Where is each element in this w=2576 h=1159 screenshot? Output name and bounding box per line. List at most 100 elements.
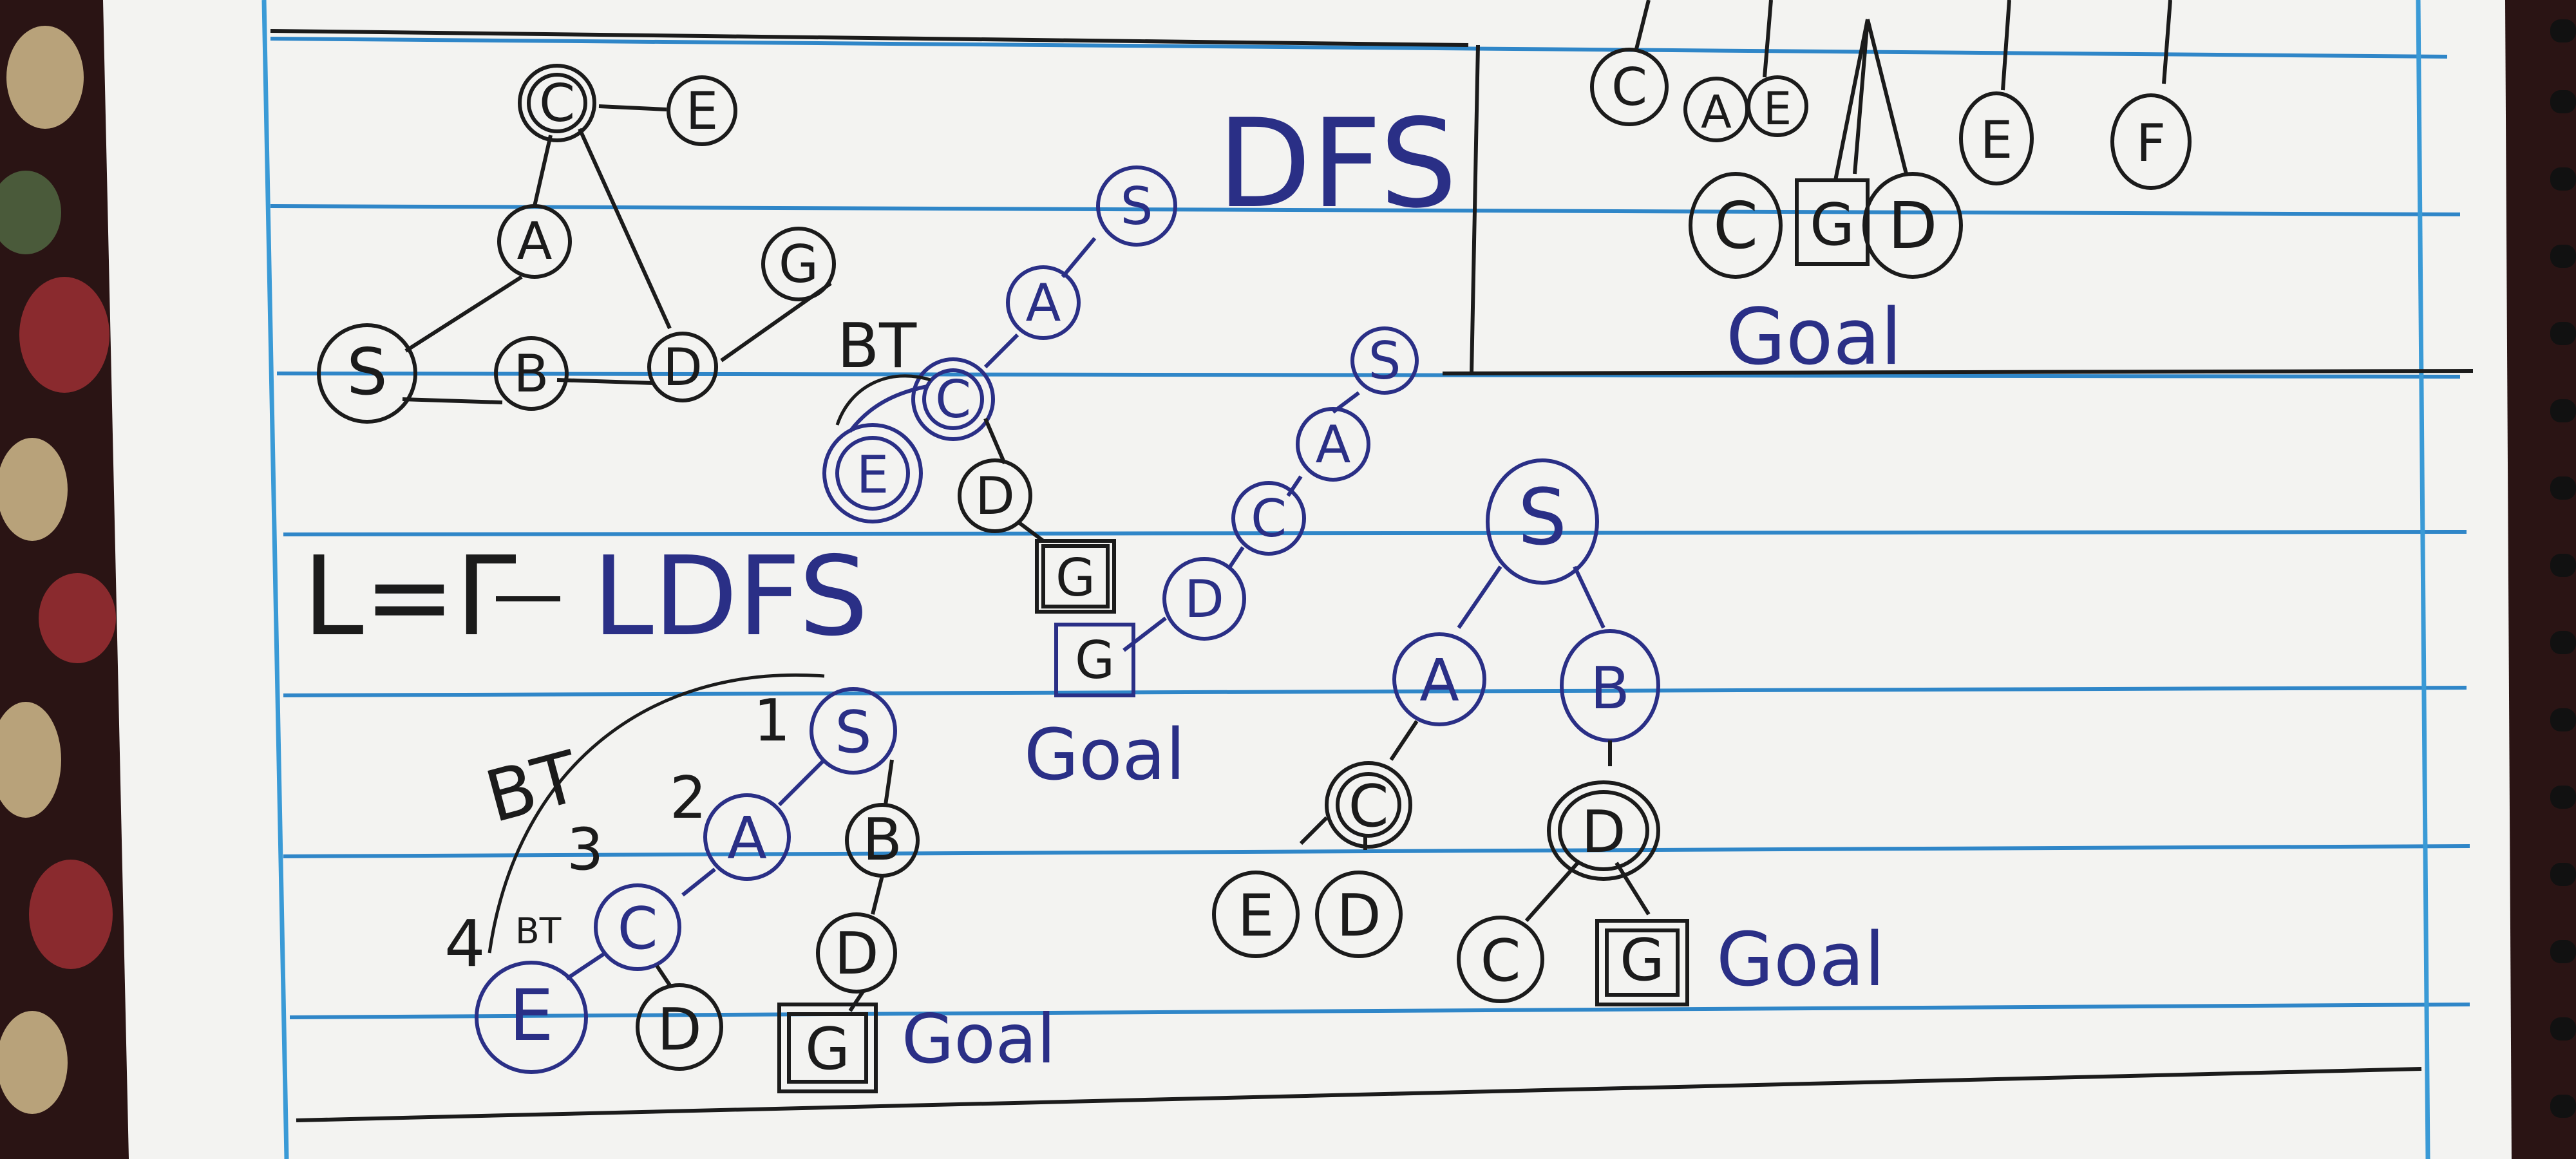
spiral-binding: [2550, 19, 2576, 1118]
margin-lines: [261, 0, 2430, 1159]
node-label: D: [1581, 798, 1625, 866]
node-c: [1590, 48, 1669, 126]
node-s: [1096, 165, 1177, 247]
node-e: [1959, 91, 2034, 185]
node-c: [594, 883, 681, 971]
node-s: [1350, 326, 1419, 395]
step-number: 3: [567, 816, 603, 883]
node-label: S: [835, 699, 871, 766]
ldfs-tree-black: [636, 759, 920, 1093]
node-label: A: [1419, 647, 1459, 715]
node-label: B: [1590, 655, 1630, 722]
node-d: [958, 458, 1032, 533]
node-label: E: [857, 445, 889, 505]
node-label: C: [618, 895, 658, 963]
node-label: D: [834, 920, 878, 988]
node-d: [1315, 871, 1403, 958]
node-e: [1747, 75, 1808, 137]
node-a: [1296, 407, 1370, 482]
goal-box: [1054, 623, 1135, 697]
node-label: C: [1611, 57, 1647, 117]
node-e: [475, 961, 588, 1074]
goal-box: [1795, 178, 1870, 266]
dfs-chain-1: [822, 165, 1177, 523]
node-d: [816, 912, 897, 994]
node-label: A: [727, 805, 767, 872]
node-label: C: [1481, 927, 1521, 995]
node-c: [1457, 916, 1544, 1003]
node-label: G: [1056, 548, 1095, 608]
node-label: A: [1316, 415, 1351, 475]
node-a: [703, 793, 791, 881]
notebook-paper: [103, 0, 2512, 1159]
step-number: 2: [670, 764, 706, 832]
top-right-fragment: [1590, 0, 2192, 279]
node-label: C: [539, 73, 575, 133]
node-b: [494, 336, 569, 411]
goal-box: [777, 1003, 878, 1093]
node-c: [911, 357, 995, 441]
node-label: D: [1336, 882, 1381, 950]
node-label: D: [975, 466, 1015, 526]
node-label: S: [1368, 331, 1401, 391]
goal-label: Goal: [1726, 293, 1902, 382]
node-label: A: [1026, 273, 1061, 333]
node-d: [636, 983, 723, 1071]
node-e: [1212, 871, 1300, 958]
goal-label: Goal: [1024, 713, 1186, 796]
node-label: D: [1888, 188, 1937, 263]
node-label: B: [862, 806, 902, 874]
node-b: [845, 803, 920, 878]
bt-small-label: BT: [515, 910, 562, 952]
ruled-lines: [270, 37, 2470, 1019]
node-label: D: [663, 337, 703, 397]
node-label: C: [935, 370, 971, 429]
node-d: [647, 332, 718, 402]
node-label: C: [1251, 489, 1287, 549]
node-label: S: [346, 334, 387, 410]
node-label: A: [517, 211, 553, 271]
node-label: E: [686, 81, 719, 141]
node-label: E: [1980, 110, 2013, 170]
node-c: [1325, 761, 1412, 849]
goal-label: Goal: [902, 1000, 1056, 1079]
node-s: [1486, 458, 1599, 585]
node-label: F: [2136, 113, 2166, 173]
node-e: [822, 423, 923, 523]
node-label: S: [1121, 176, 1153, 236]
node-label: C: [1713, 188, 1758, 263]
step-number: 1: [753, 687, 790, 755]
node-f: [2110, 93, 2192, 190]
node-d: [1862, 172, 1963, 279]
node-s: [317, 323, 417, 424]
dfs-title: DFS: [1217, 93, 1457, 235]
goal-label: Goal: [1716, 917, 1885, 1003]
node-label: G: [1620, 927, 1665, 994]
node-e: [667, 75, 737, 146]
goal-box: [1035, 539, 1116, 614]
bfs-tree-black: [1212, 720, 1689, 1006]
node-label: G: [805, 1015, 850, 1083]
node-label: G: [1810, 191, 1855, 259]
node-d: [1162, 557, 1246, 641]
step-number: 4: [444, 906, 486, 981]
bt-label: BT: [837, 311, 917, 382]
backtrack-arc: [488, 674, 825, 954]
node-c: [518, 64, 596, 142]
goal-box: [1595, 919, 1689, 1006]
node-label: B: [514, 344, 549, 404]
graph-top-left: [317, 64, 836, 424]
node-label: G: [779, 234, 819, 294]
node-d: [1547, 780, 1660, 881]
node-s: [810, 687, 897, 775]
dfs-chain-1-black: [958, 417, 1116, 614]
node-a: [1392, 632, 1486, 726]
node-label: D: [657, 996, 701, 1064]
node-label: E: [509, 974, 554, 1057]
node-label: E: [1238, 882, 1274, 950]
ldfs-limit: L=Γ: [303, 533, 516, 661]
node-c: [1689, 172, 1783, 279]
ldfs-title: LDFS: [592, 533, 868, 661]
node-label: E: [1763, 82, 1792, 135]
